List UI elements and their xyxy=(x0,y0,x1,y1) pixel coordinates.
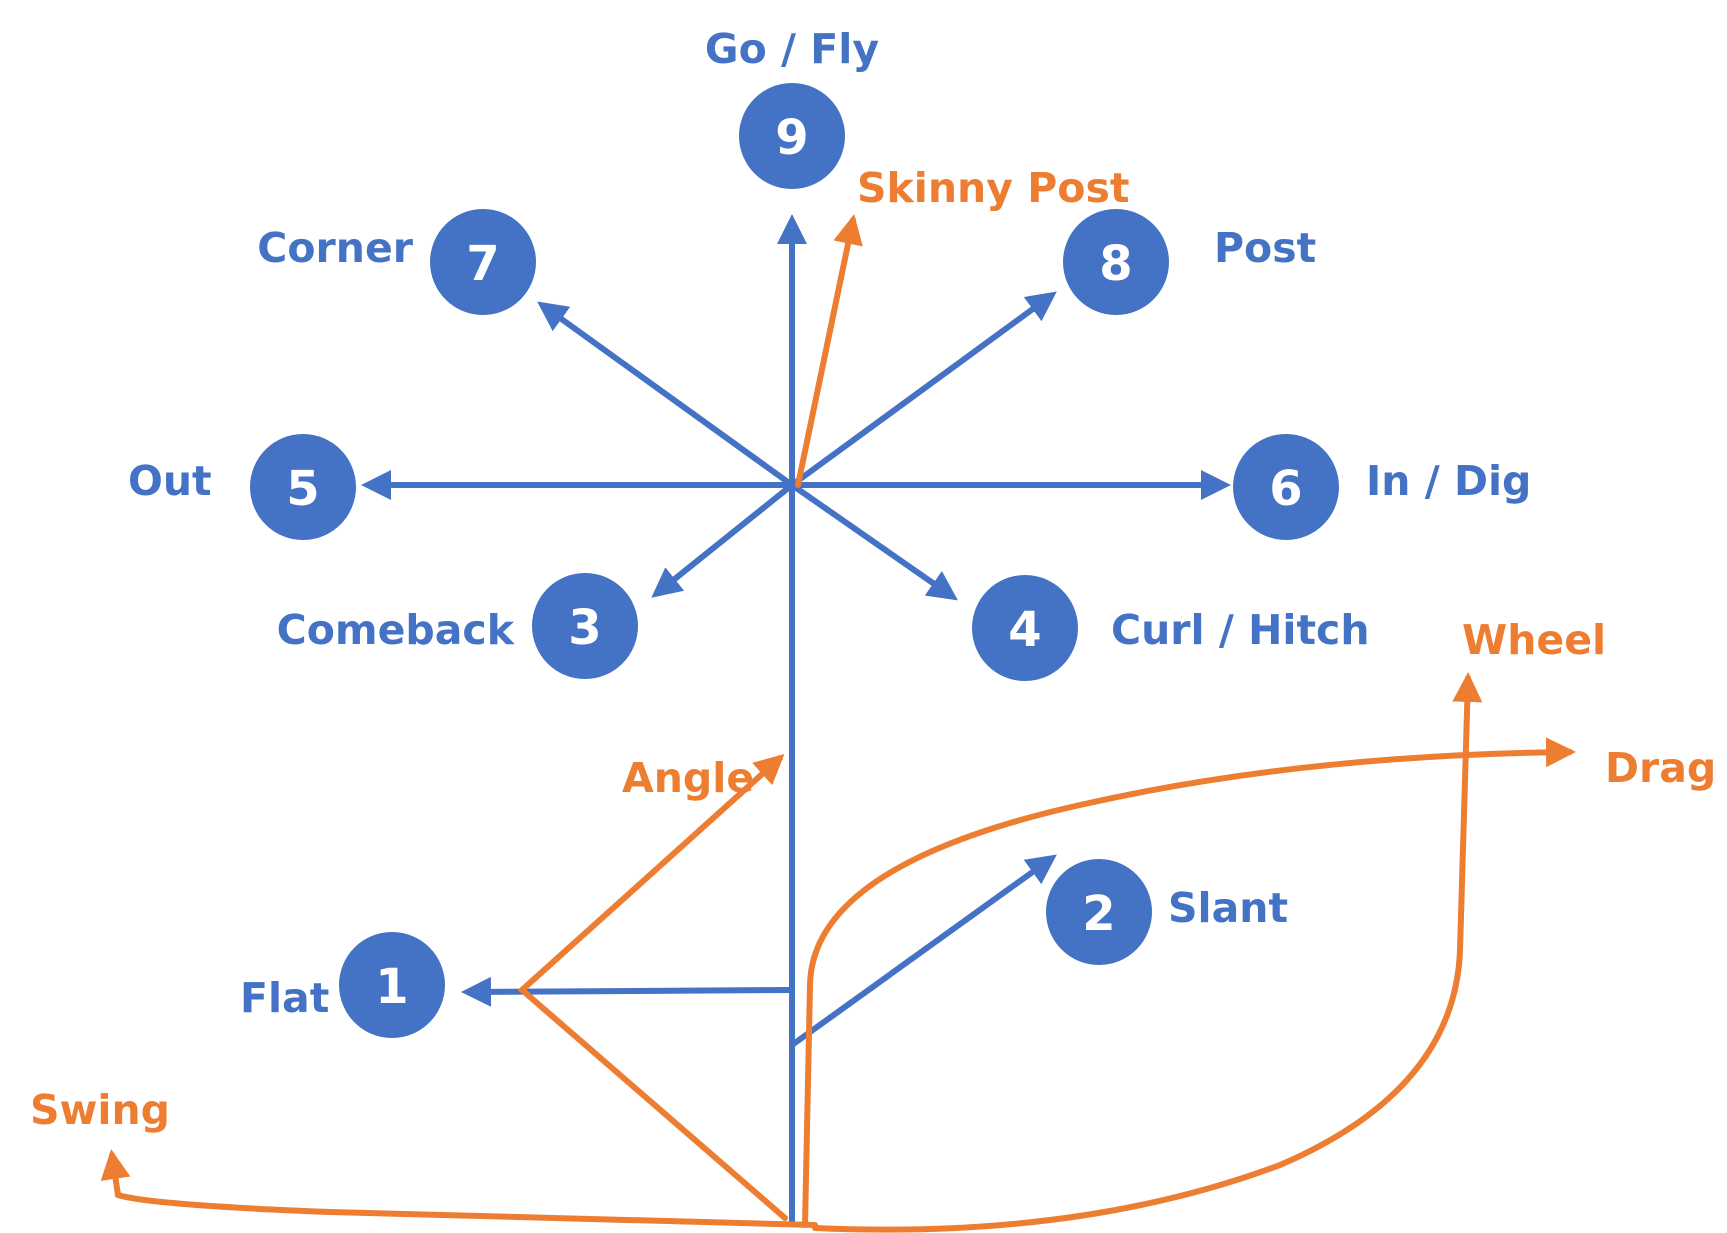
route-5-label: Out xyxy=(128,457,212,505)
route-2-circle xyxy=(1046,859,1152,965)
route-5-node[interactable]: 5 xyxy=(250,434,356,540)
route-4-label: Curl / Hitch xyxy=(1111,606,1370,654)
skinny-post-line xyxy=(795,214,863,488)
route-1-number: 1 xyxy=(375,959,408,1015)
numbered-route-labels: Go / Fly Corner Post Out In / Dig Comeba… xyxy=(128,25,1531,1022)
route-9-circle xyxy=(739,83,845,189)
route-7-label: Corner xyxy=(257,224,413,272)
route-7-circle xyxy=(430,209,536,315)
route-8-line xyxy=(790,291,1057,488)
route-1-line xyxy=(461,976,793,1007)
route-3-circle xyxy=(532,573,638,679)
route-6-number: 6 xyxy=(1269,461,1302,517)
route-8-label: Post xyxy=(1214,224,1316,272)
wheel-label: Wheel xyxy=(1462,616,1606,664)
route-6-node[interactable]: 6 xyxy=(1233,434,1339,540)
route-5-number: 5 xyxy=(286,461,319,517)
route-8-number: 8 xyxy=(1099,236,1132,292)
route-4-circle xyxy=(972,575,1078,681)
route-8-circle xyxy=(1063,209,1169,315)
route-2-node[interactable]: 2 xyxy=(1046,859,1152,965)
route-3-number: 3 xyxy=(568,600,601,656)
route-9-node[interactable]: 9 xyxy=(739,83,845,189)
route-4-number: 4 xyxy=(1008,602,1041,658)
numbered-route-lines xyxy=(361,214,1231,1222)
route-6-circle xyxy=(1233,434,1339,540)
route-7-number: 7 xyxy=(466,236,499,292)
angle-label: Angle xyxy=(622,754,754,802)
route-4-line xyxy=(790,482,958,601)
named-route-labels: Skinny Post Wheel Drag Angle Swing xyxy=(30,164,1716,1134)
route-1-label: Flat xyxy=(240,974,329,1022)
route-6-label: In / Dig xyxy=(1366,457,1531,505)
route-3-node[interactable]: 3 xyxy=(532,573,638,679)
route-8-node[interactable]: 8 xyxy=(1063,209,1169,315)
swing-line xyxy=(100,1149,818,1228)
route-9-label: Go / Fly xyxy=(705,25,879,73)
swing-label: Swing xyxy=(30,1086,170,1134)
angle-line xyxy=(517,753,788,1221)
drag-line xyxy=(802,737,1576,1228)
route-3-label: Comeback xyxy=(277,606,516,654)
wheel-line xyxy=(812,672,1483,1233)
route-7-line xyxy=(537,301,794,488)
drag-label: Drag xyxy=(1605,744,1716,792)
route-1-node[interactable]: 1 xyxy=(339,932,445,1038)
route-4-node[interactable]: 4 xyxy=(972,575,1078,681)
route-1-circle xyxy=(339,932,445,1038)
route-3-line xyxy=(651,482,794,598)
route-5-circle xyxy=(250,434,356,540)
route-2-line xyxy=(790,854,1057,1048)
route-2-label: Slant xyxy=(1168,884,1288,932)
route-9-number: 9 xyxy=(775,110,808,166)
route-2-number: 2 xyxy=(1082,886,1115,942)
skinny-post-label: Skinny Post xyxy=(857,164,1129,212)
named-route-lines xyxy=(100,214,1576,1233)
route-7-node[interactable]: 7 xyxy=(430,209,536,315)
